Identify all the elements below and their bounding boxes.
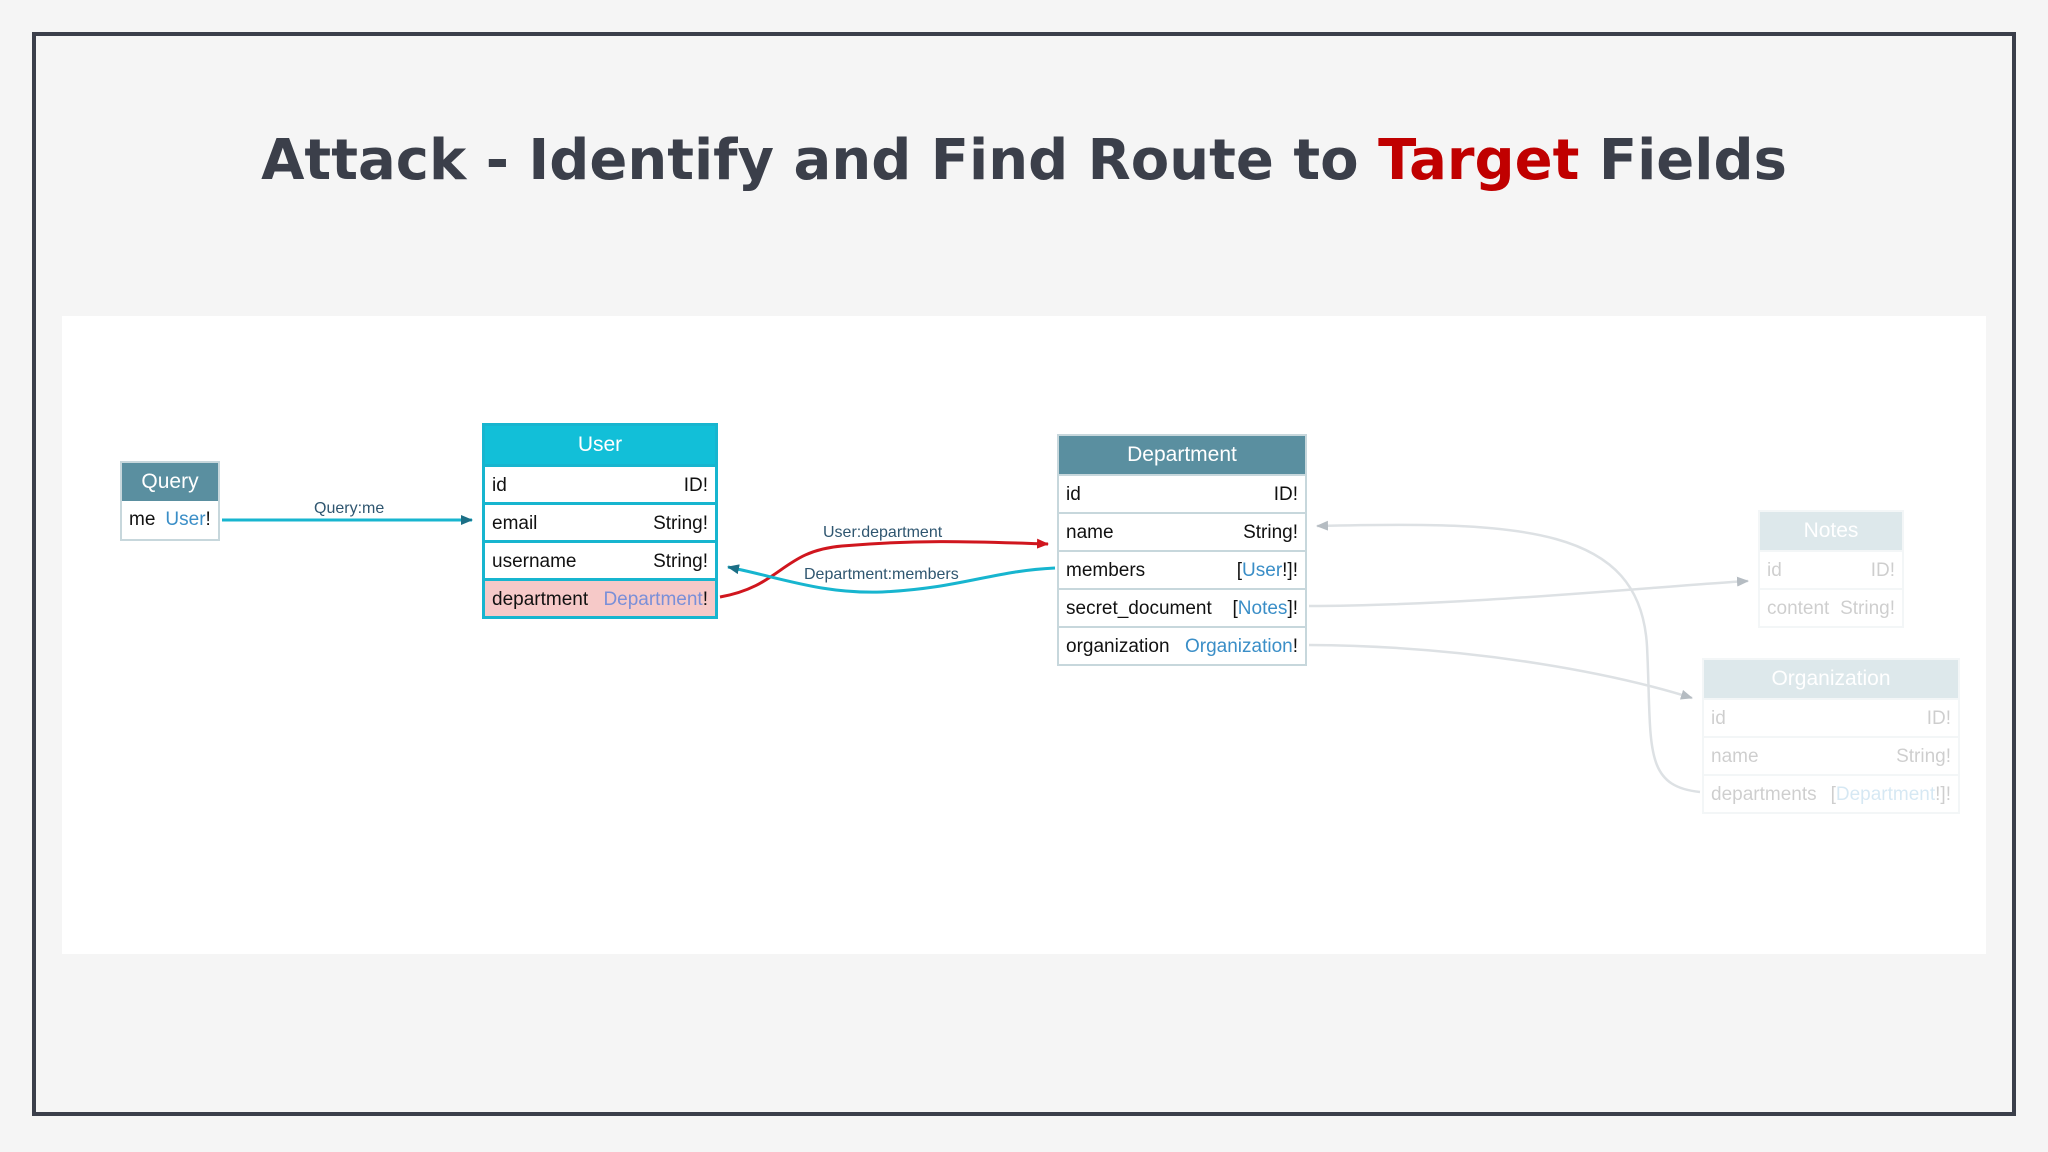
table-notes: Notes id ID! content String! — [1758, 510, 1904, 628]
edge-secret-document-notes — [1308, 576, 1749, 608]
slide-frame — [32, 32, 2016, 1116]
edge-organization — [1308, 643, 1693, 700]
title-highlight: Target — [1378, 128, 1580, 193]
table-header: User — [485, 426, 715, 464]
field-name: name String! — [1059, 512, 1305, 550]
table-header: Query — [122, 463, 218, 501]
field-me: me User! — [129, 509, 211, 530]
table-header: Organization — [1704, 660, 1958, 698]
table-query: Query me User! — [120, 461, 220, 541]
table-user: User id ID! email String! username Strin… — [482, 423, 718, 619]
edge-label-query-me: Query:me — [314, 500, 385, 517]
field-secret-document: secret_document [Notes]! — [1059, 588, 1305, 626]
field-username: username String! — [485, 540, 715, 578]
field-name: name String! — [1704, 736, 1958, 774]
table-organization: Organization id ID! name String! departm… — [1702, 658, 1960, 814]
title-text-end: Fields — [1579, 128, 1787, 193]
edge-label-department-members: Department:members — [804, 566, 959, 583]
field-organization: organization Organization! — [1059, 626, 1305, 664]
field-content: content String! — [1760, 588, 1902, 626]
edge-label-user-department: User:department — [823, 524, 943, 541]
field-id: id ID! — [1704, 698, 1958, 736]
edges-layer — [222, 515, 1749, 794]
field-id: id ID! — [1760, 550, 1902, 588]
table-department: Department id ID! name String! members [… — [1057, 434, 1307, 666]
slide-title: Attack - Identify and Find Route to Targ… — [0, 128, 2048, 193]
field-id: id ID! — [1059, 474, 1305, 512]
table-header: Notes — [1760, 512, 1902, 550]
field-id: id ID! — [485, 464, 715, 502]
field-departments: departments [Department!]! — [1704, 774, 1958, 812]
table-header: Department — [1059, 436, 1305, 474]
field-members: members [User!]! — [1059, 550, 1305, 588]
title-text: Attack - Identify and Find Route to — [261, 128, 1379, 193]
edge-user-department — [719, 538, 1049, 599]
edge-org-departments — [1316, 520, 1701, 794]
edge-department-members — [727, 564, 1056, 594]
field-department: department Department! — [485, 578, 715, 616]
field-email: email String! — [485, 502, 715, 540]
schema-diagram: Query:me User:department Department:memb… — [62, 316, 1986, 954]
